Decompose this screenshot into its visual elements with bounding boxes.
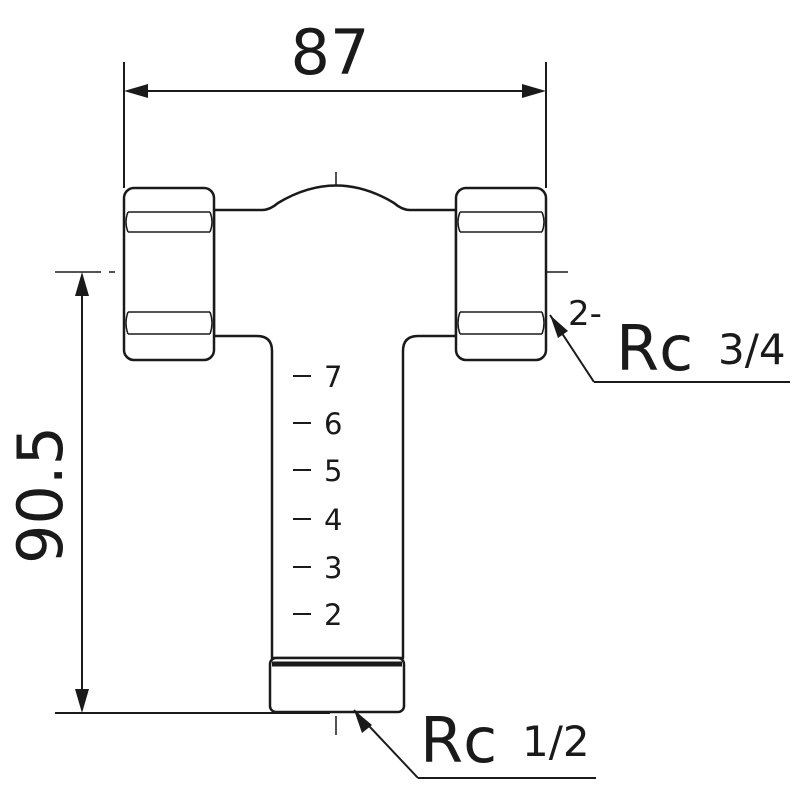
- top-outlet-fraction: 3/4: [718, 325, 786, 374]
- scale-mark-7: 7: [293, 360, 342, 394]
- right-hex-nut: [454, 186, 548, 362]
- scale-mark-6: 6: [293, 407, 342, 441]
- scale-mark-label: 3: [324, 551, 342, 585]
- top-outlet-leader: [549, 314, 790, 383]
- scale-mark-4: 4: [293, 503, 342, 537]
- height-arrow-top: [75, 272, 89, 296]
- fitting-body: [122, 184, 548, 714]
- bottom-inlet-label: Rc: [420, 704, 497, 777]
- left-hex-nut-details: [125, 211, 213, 335]
- scale-mark-2: 2: [293, 598, 342, 632]
- scale-mark-3: 3: [293, 551, 342, 585]
- scale-mark-label: 6: [324, 407, 342, 441]
- scale-mark-label: 7: [324, 360, 342, 394]
- bottom-inlet-arrow: [354, 710, 372, 733]
- scale-mark-label: 4: [324, 503, 342, 537]
- left-hex-nut: [122, 186, 216, 362]
- scale-mark-label: 5: [324, 454, 342, 488]
- width-dimension: [123, 62, 547, 188]
- top-outlet-label: Rc: [616, 312, 693, 385]
- width-arrow-right: [522, 84, 546, 98]
- top-outlet-arrow: [550, 315, 568, 338]
- width-arrow-left: [124, 84, 148, 98]
- scale-mark-label: 2: [324, 598, 342, 632]
- scale-marks: 7 6 5 4 3 2: [293, 360, 342, 632]
- top-outlet-prefix: 2-: [568, 294, 602, 334]
- height-dimension-label: 90.5: [4, 426, 77, 564]
- tee-body-outline: [212, 184, 458, 660]
- width-dimension-label: 87: [291, 16, 370, 89]
- right-hex-nut-details: [457, 211, 545, 335]
- bottom-cap: [268, 656, 406, 714]
- bottom-inlet-leader: [353, 709, 596, 779]
- height-arrow-bottom: [75, 689, 89, 713]
- bottom-inlet-fraction: 1/2: [522, 717, 590, 766]
- scale-mark-5: 5: [293, 454, 342, 488]
